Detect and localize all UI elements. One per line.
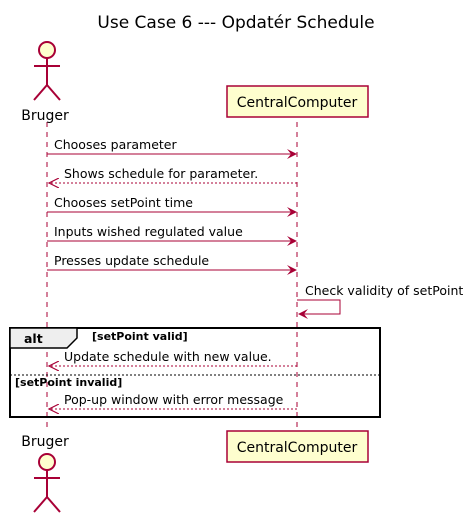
message-label: Pop-up window with error message: [64, 392, 284, 407]
self-message-arrow: [297, 299, 341, 319]
alt-tab: [9, 327, 78, 349]
actor-top: [33, 41, 61, 101]
participant-bottom-box: [226, 430, 369, 463]
actor-head-icon: [38, 453, 56, 471]
message-label: Chooses setPoint time: [54, 195, 193, 210]
message-label: Shows schedule for parameter.: [64, 166, 258, 181]
alt-condition: [setPoint invalid]: [15, 376, 122, 389]
participant-top-label: CentralComputer: [237, 95, 358, 111]
actor-head-icon: [38, 41, 56, 59]
message-label: Inputs wished regulated value: [54, 224, 243, 239]
message-label: Chooses parameter: [54, 137, 177, 152]
actor-bottom: [33, 453, 61, 513]
message-label: Check validity of setPoint: [305, 283, 463, 298]
message-label: Presses update schedule: [54, 253, 209, 268]
alt-condition: [setPoint valid]: [92, 330, 188, 343]
alt-fragment: alt [setPoint valid] Update schedule wit…: [9, 327, 381, 418]
participant-top-box: [226, 85, 369, 118]
diagram-title: Use Case 6 --- Opdatér Schedule: [97, 13, 374, 33]
actor-top-label: Bruger: [21, 108, 69, 124]
alt-frame: [9, 327, 381, 418]
actor-bottom-label: Bruger: [21, 434, 69, 450]
message-label: Update schedule with new value.: [64, 349, 272, 364]
alt-label: alt: [24, 331, 43, 346]
participant-bottom-label: CentralComputer: [237, 440, 358, 456]
